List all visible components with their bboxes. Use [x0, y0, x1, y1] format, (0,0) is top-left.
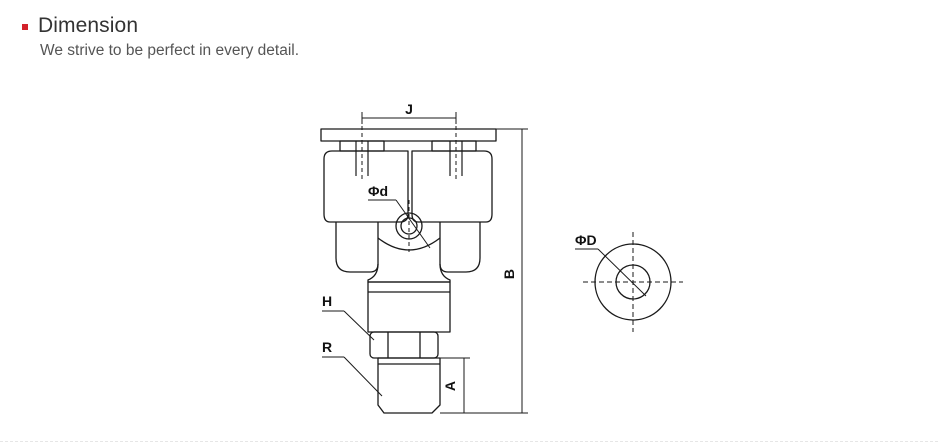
left-lobe [335, 222, 379, 273]
male-thread [377, 357, 441, 414]
section-subtitle: We strive to be perfect in every detail. [40, 42, 300, 59]
dim-a [440, 357, 470, 413]
dim-b [440, 128, 528, 414]
tube-centerlines [361, 112, 457, 252]
stem [367, 281, 451, 333]
title-row: Dimension [22, 14, 299, 38]
section-header: Dimension We strive to be perfect in eve… [22, 14, 299, 60]
right-body [411, 150, 493, 223]
label-h: H [322, 293, 332, 309]
leader-phi-d [395, 199, 431, 249]
bottom-divider [0, 441, 938, 443]
label-j: J [405, 101, 413, 117]
leader-phi-D [597, 248, 647, 297]
tube-ends [355, 141, 463, 176]
left-body [323, 150, 409, 223]
section-title: Dimension [38, 14, 139, 37]
label-phi-d: Φd [368, 183, 388, 199]
right-collet [431, 140, 477, 152]
dim-j [361, 113, 457, 124]
red-bullet-icon [22, 24, 28, 30]
label-phi-D: ΦD [575, 232, 597, 248]
fitting-body [320, 128, 497, 414]
label-r: R [322, 339, 332, 355]
release-plate [320, 128, 497, 142]
leader-h [343, 310, 375, 341]
leader-r [343, 356, 383, 397]
label-b: B [501, 269, 517, 279]
neck [367, 263, 451, 283]
label-a: A [442, 381, 458, 391]
right-lobe [439, 222, 481, 273]
end-view-centerlines [583, 232, 683, 332]
hex-nut [369, 331, 439, 359]
